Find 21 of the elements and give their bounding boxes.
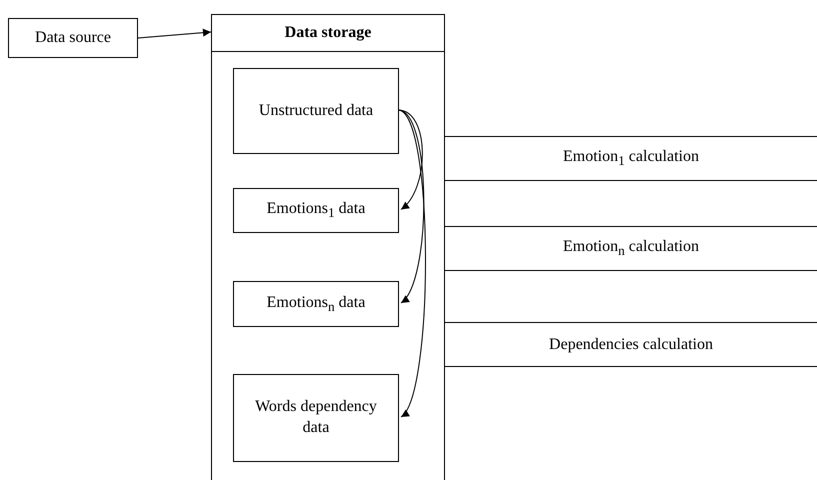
process-box: [233, 281, 399, 327]
container-title: Data storage: [284, 24, 372, 42]
node-text: Emotion$_{n}$ calculation: [563, 238, 699, 260]
node-text: Dependencies calculation: [549, 336, 713, 354]
arrow: [138, 28, 212, 38]
process-band: [445, 322, 817, 367]
arrow: [398, 110, 423, 210]
storage-container: [211, 14, 445, 480]
node-text: Data source: [35, 28, 111, 48]
node-text: Words dependency data: [254, 397, 378, 438]
process-box: [8, 18, 138, 58]
arrow: [398, 110, 426, 418]
node-text: Unstructured data: [258, 100, 374, 121]
node-text: Emotions$_{n}$ data: [266, 292, 366, 316]
node-text: Emotions$_{1}$ data: [266, 199, 366, 222]
node-text: Emotion$_{1}$ calculation: [563, 148, 699, 170]
process-box: [233, 68, 399, 154]
process-box: [233, 374, 399, 462]
process-band: [445, 226, 817, 271]
process-box: [233, 188, 399, 233]
process-band: [445, 136, 817, 181]
